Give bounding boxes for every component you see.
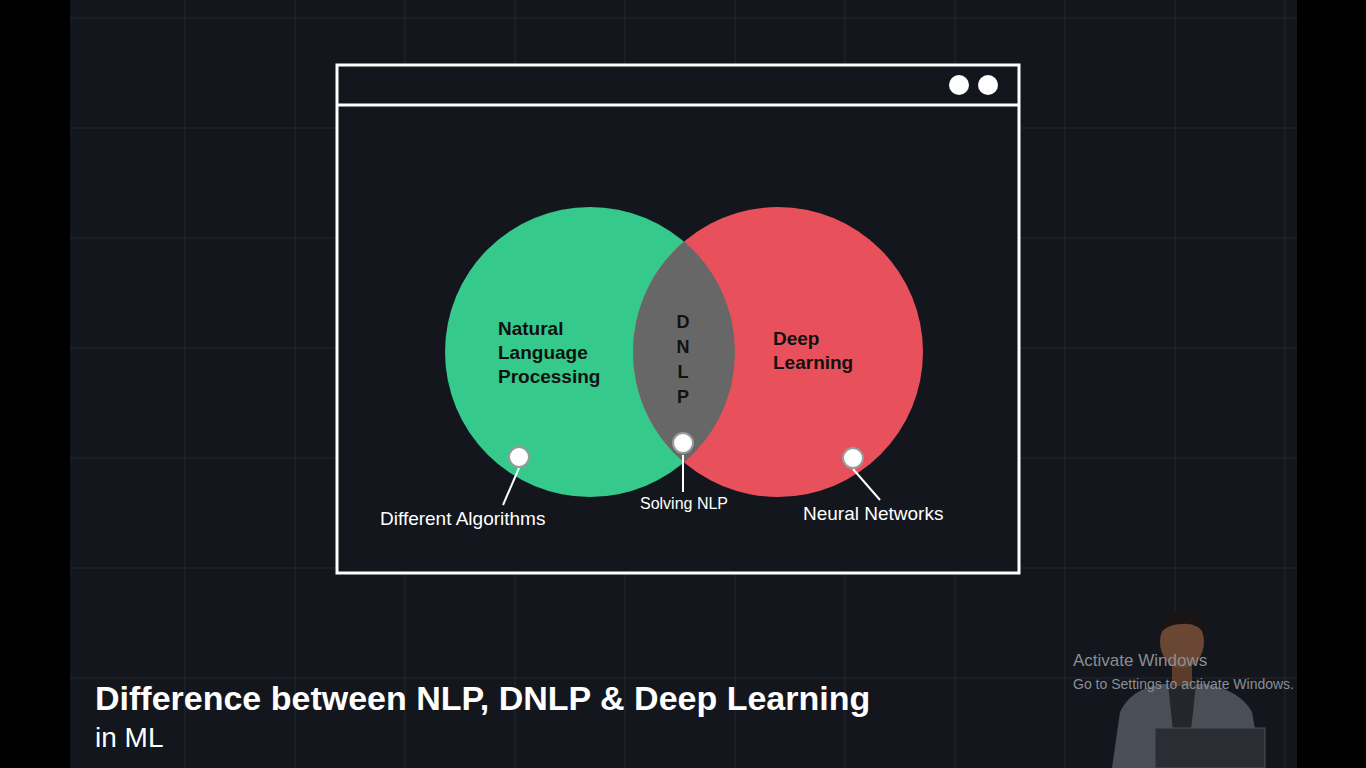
subtitle: in ML <box>95 721 163 755</box>
grid <box>70 0 1297 768</box>
presenter-hair <box>1158 612 1206 636</box>
grid-line <box>295 0 296 768</box>
leader-line <box>682 455 684 492</box>
grid-line <box>185 0 186 768</box>
callout-label: Neural Networks <box>803 502 943 525</box>
callout-label: Solving NLP <box>604 494 764 513</box>
leader-line <box>853 469 880 500</box>
venn-circle <box>445 207 735 497</box>
intersection-lens: DNLP <box>633 241 735 463</box>
laptop <box>1155 728 1265 768</box>
vertical-node-label: DNLP <box>674 310 692 410</box>
callout-dot <box>673 433 693 453</box>
slide-title: Difference between NLP, DNLP & Deep Lear… <box>95 678 870 718</box>
grid-line <box>70 18 1297 19</box>
node-label: Natural Language Processing <box>498 317 623 389</box>
callout-dot <box>509 447 529 467</box>
grid-line <box>1285 0 1286 768</box>
callout-label: Different Algorithms <box>380 507 545 530</box>
window-frame <box>337 65 1019 573</box>
leader-line <box>503 468 519 505</box>
watermark: Activate Windows <box>1073 651 1207 671</box>
node-label: Deep Learning <box>773 327 881 375</box>
window-button <box>978 75 998 95</box>
watermark: Go to Settings to activate Windows. <box>1073 676 1294 693</box>
window-button <box>949 75 969 95</box>
grid-line <box>1065 0 1066 768</box>
window-title-bar <box>337 104 1019 107</box>
callout-dot <box>843 448 863 468</box>
venn-circle <box>633 207 923 497</box>
slide-ground <box>70 0 1297 768</box>
